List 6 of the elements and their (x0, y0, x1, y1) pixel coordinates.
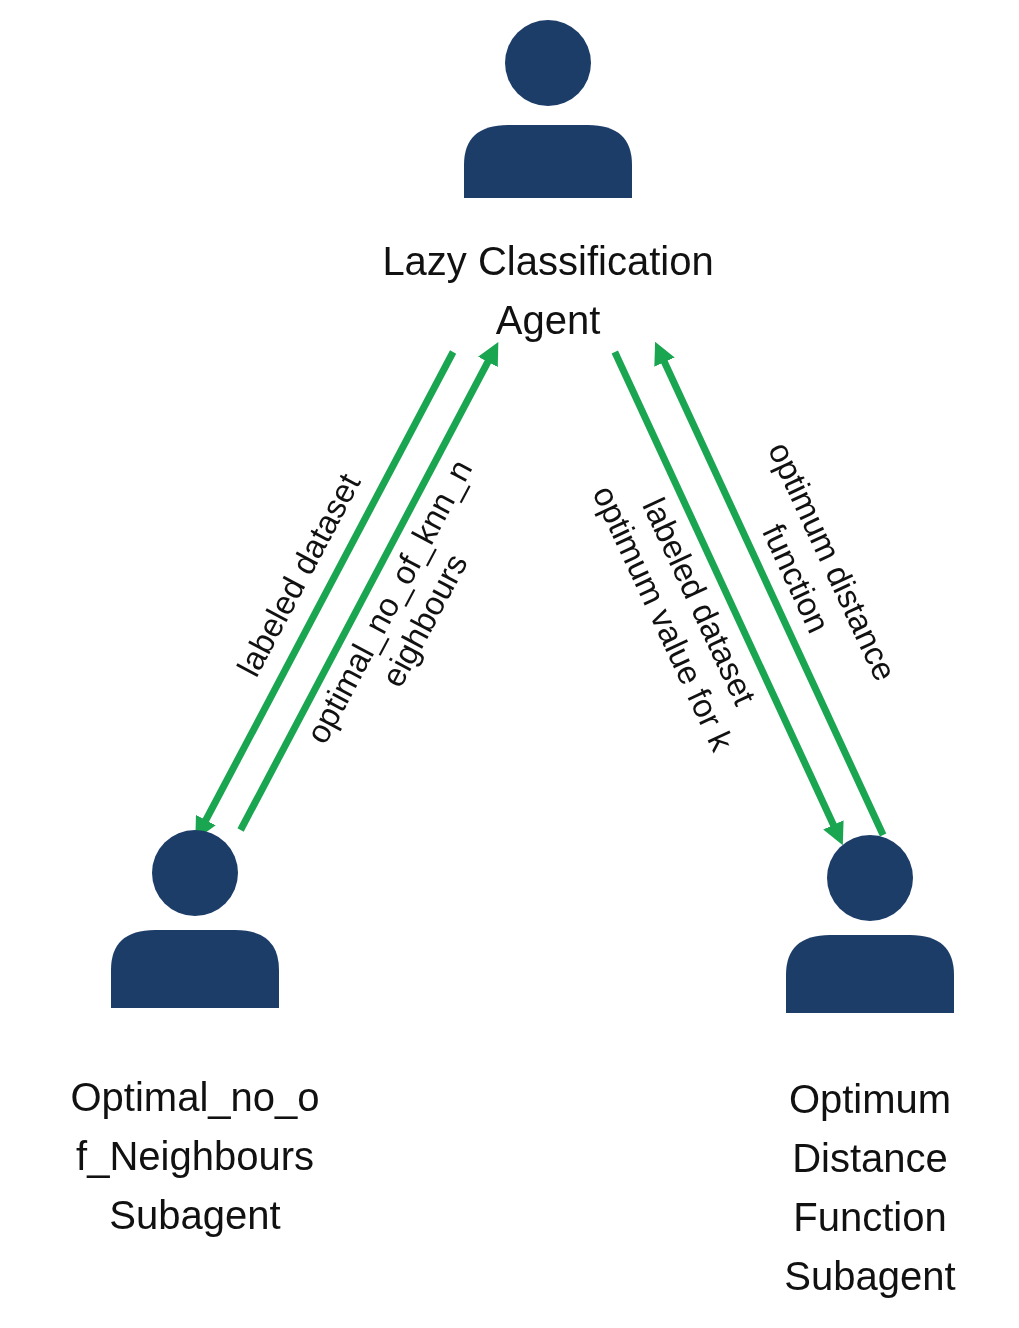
arrow (611, 350, 844, 846)
node-label: Optimum Distance Function Subagent (783, 1076, 957, 1300)
node-label: Lazy Classification Agent (381, 238, 715, 344)
arrow (654, 341, 887, 837)
arrow (237, 342, 499, 832)
node-label: Optimal_no_of_Neighbours Subagent (69, 1074, 321, 1239)
